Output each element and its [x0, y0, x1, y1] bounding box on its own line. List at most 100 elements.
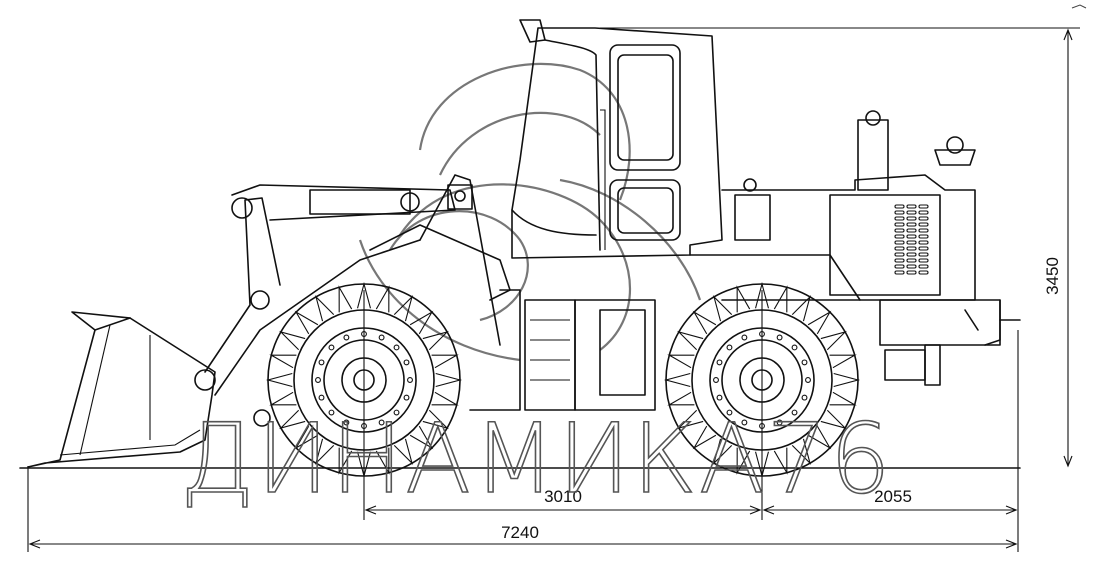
tyre-lug	[265, 372, 293, 388]
wheel-bolt	[791, 409, 798, 416]
grille-slot	[906, 246, 917, 251]
tyre-lug	[409, 310, 434, 335]
tyre-lug	[422, 330, 449, 351]
wheel-bolt	[378, 419, 385, 426]
tyre-treads	[265, 281, 861, 479]
wheel-bolt	[318, 359, 325, 366]
grille-slot	[894, 222, 905, 227]
tyre-lug	[338, 447, 353, 475]
wheel-bolt	[343, 334, 350, 341]
wheel-bolt	[393, 344, 400, 351]
grille-slot	[918, 252, 929, 257]
tyre-lug	[409, 425, 434, 450]
overall-length-label: 7240	[501, 523, 539, 542]
height-dimension: 3450	[600, 27, 1080, 468]
wheel-bolt	[716, 359, 723, 366]
wheel-bolt	[343, 419, 350, 426]
tyre-lug	[314, 295, 335, 322]
grille-slot	[894, 246, 905, 251]
grille-slot	[894, 234, 905, 239]
tyre-lug	[269, 391, 297, 406]
grille-slot	[918, 216, 929, 221]
front-frame	[369, 224, 656, 411]
grille-slot	[906, 228, 917, 233]
tyre-lug	[375, 447, 390, 475]
tyre-lug	[736, 285, 751, 313]
grille-slot	[894, 270, 905, 275]
wheel-bolt	[801, 359, 808, 366]
swirl-logo-icon	[358, 62, 702, 362]
grille-slot	[894, 204, 905, 209]
tyre-lug	[667, 354, 695, 369]
tyre-lug	[269, 354, 297, 369]
tyre-lug	[820, 330, 847, 351]
tyre-lug	[692, 310, 717, 335]
grille-slot	[918, 222, 929, 227]
grille-slot	[918, 270, 929, 275]
wheel-bolt	[318, 394, 325, 401]
overall-length-dimension: 7240	[27, 466, 1018, 552]
bucket	[27, 311, 271, 468]
grille-slot	[906, 240, 917, 245]
wheel-bolt	[328, 409, 335, 416]
tyre-lug	[736, 447, 751, 475]
tyre-lug	[791, 438, 812, 465]
grille-slot	[906, 252, 917, 257]
grille-slot	[894, 252, 905, 257]
wheel-bolt	[328, 344, 335, 351]
grille-slot	[894, 216, 905, 221]
tyre-lug	[356, 281, 372, 309]
tyre-lug	[279, 330, 306, 351]
grille-slot	[918, 258, 929, 263]
grille-slot	[906, 264, 917, 269]
grille-slot	[906, 216, 917, 221]
tyre-lug	[393, 295, 414, 322]
tyre-lug	[712, 438, 733, 465]
wheel-bolt	[403, 359, 410, 366]
tyre-lug	[393, 438, 414, 465]
wheel-bolt	[403, 394, 410, 401]
grille-slot	[918, 228, 929, 233]
tyre-lug	[807, 310, 832, 335]
tyre-lug	[692, 425, 717, 450]
small-mark-icon	[1071, 4, 1087, 9]
grille-slot	[906, 270, 917, 275]
tyre-lug	[829, 391, 857, 406]
wheel-bolt	[805, 377, 811, 383]
wheel-bolt	[393, 409, 400, 416]
tyre-lug	[667, 391, 695, 406]
tyre-lug	[820, 409, 847, 430]
tyre-lug	[294, 310, 319, 335]
grille-slot	[894, 210, 905, 215]
watermark-text: ДИНАМИКА76	[180, 403, 893, 515]
tyre-lug	[422, 409, 449, 430]
tyre-lug	[279, 409, 306, 430]
tyre-lug	[829, 354, 857, 369]
wheelbase-dimension: 3010 2055	[363, 290, 1019, 552]
wheel-bolt	[776, 334, 783, 341]
tyre-lug	[663, 372, 691, 388]
grille-slot	[894, 264, 905, 269]
tyre-lug	[294, 425, 319, 450]
grille-slot	[918, 234, 929, 239]
grille-slot	[906, 258, 917, 263]
wheel-bolt	[315, 377, 321, 383]
wheelbase-label: 3010	[544, 487, 582, 506]
lift-arm	[204, 174, 501, 396]
engine-hood	[689, 110, 1021, 386]
wheel-bolt	[407, 377, 413, 383]
engine-grille	[894, 204, 929, 275]
grille-slot	[918, 240, 929, 245]
wheel-bolt	[726, 344, 733, 351]
height-dimension-label: 3450	[1043, 257, 1062, 295]
tyre-lug	[773, 285, 788, 313]
wheel-bolt	[378, 334, 385, 341]
grille-slot	[906, 204, 917, 209]
wheel-bolt	[801, 394, 808, 401]
grille-slot	[894, 240, 905, 245]
grille-slot	[918, 264, 929, 269]
wheel-bolt	[741, 419, 748, 426]
rear-overhang-label: 2055	[874, 487, 912, 506]
